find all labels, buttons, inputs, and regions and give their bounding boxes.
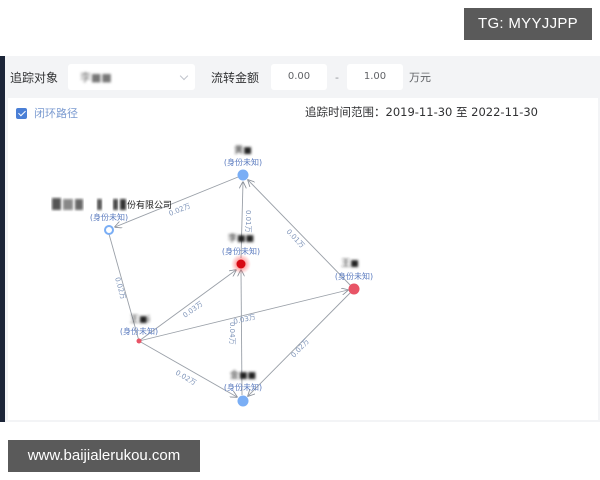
edge-wangr-huang[interactable] [248,180,355,290]
graph-edges [108,174,355,397]
person-node-icon[interactable] [136,338,142,344]
edge-jin-li[interactable] [241,270,242,396]
edge-label: 0.02万 [174,369,198,387]
svg-text:(身份未知): (身份未知) [224,382,262,392]
node-wang-right[interactable]: 王■ (身份未知) [335,258,373,295]
edge-li-huang[interactable] [241,182,243,259]
svg-text:王■: 王■ [341,258,359,269]
node-wang-left[interactable]: 王■i (身份未知) [120,314,158,344]
amount-min-input[interactable]: 0.00 [271,64,328,90]
edge-wangl-jin[interactable] [138,340,237,397]
edge-company-wangl[interactable] [108,233,140,342]
edge-labels: 0.02万 0.01万 0.01万 0.02万 0.03万 0.03万 0.04… [113,202,311,387]
edge-label: 0.02万 [290,337,311,359]
track-target-select[interactable]: 李■■ [68,64,196,90]
node-li[interactable]: 李■■ (身份未知) [222,232,260,274]
svg-text:黄■: 黄■ [234,144,252,156]
track-target-label: 追踪对象 [10,70,59,85]
watermark-top: TG: MYYJJPP [464,8,592,40]
edge-label: 0.01万 [285,228,306,250]
node-company[interactable]: 份有限公司 (身份未知) [52,198,172,235]
watermark-bottom: www.baijialerukou.com [8,440,200,472]
svg-text:(身份未知): (身份未知) [222,246,260,256]
svg-text:王■i: 王■i [130,314,150,325]
closed-loop-label: 闭环路径 [34,107,78,120]
edge-wangl-wangr[interactable] [138,290,348,342]
amount-separator: - [335,70,340,84]
checkbox-checked-icon[interactable] [16,107,27,119]
person-node-icon[interactable] [348,283,360,295]
graph-panel: 闭环路径 追踪时间范围：2019-11-30 至 2022-11-30 [8,98,598,420]
amount-label: 流转金额 [211,70,260,85]
svg-text:(身份未知): (身份未知) [224,157,262,167]
svg-text:(身份未知): (身份未知) [90,212,128,222]
edge-label: 0.04万 [228,322,236,345]
fund-tracking-app: 追踪对象 李■■ 流转金额 0.00 - 1.00 万元 闭环路径 追踪时间范围… [0,56,600,422]
amount-max-input[interactable]: 1.00 [347,64,404,90]
closed-loop-toggle[interactable]: 闭环路径 [16,105,78,121]
svg-text:(身份未知): (身份未知) [335,271,373,281]
edge-label: 0.01万 [244,210,252,233]
time-range-text: 追踪时间范围：2019-11-30 至 2022-11-30 [305,105,538,119]
edge-huang-company[interactable] [115,174,244,227]
svg-text:金■■: 金■■ [230,369,256,381]
node-jin[interactable]: 金■■ (身份未知) [224,369,262,407]
edge-label: 0.03万 [181,300,204,320]
track-target-value: 李■■ [80,71,112,84]
target-node-icon[interactable] [236,259,246,269]
sidebar-edge [0,56,5,422]
svg-text:份有限公司: 份有限公司 [127,199,172,211]
company-node-icon[interactable] [104,225,114,235]
filter-bar: 追踪对象 李■■ 流转金额 0.00 - 1.00 万元 [5,56,600,98]
person-node-icon[interactable] [237,169,249,181]
person-node-icon[interactable] [237,395,249,407]
node-huang[interactable]: 黄■ (身份未知) [224,144,262,181]
edge-wangr-jin[interactable] [248,288,355,396]
amount-unit: 万元 [409,71,432,84]
svg-text:李■■: 李■■ [228,232,254,244]
svg-text:(身份未知): (身份未知) [120,326,158,336]
edge-wangl-li[interactable] [138,270,236,342]
edge-label: 0.02万 [113,276,127,300]
